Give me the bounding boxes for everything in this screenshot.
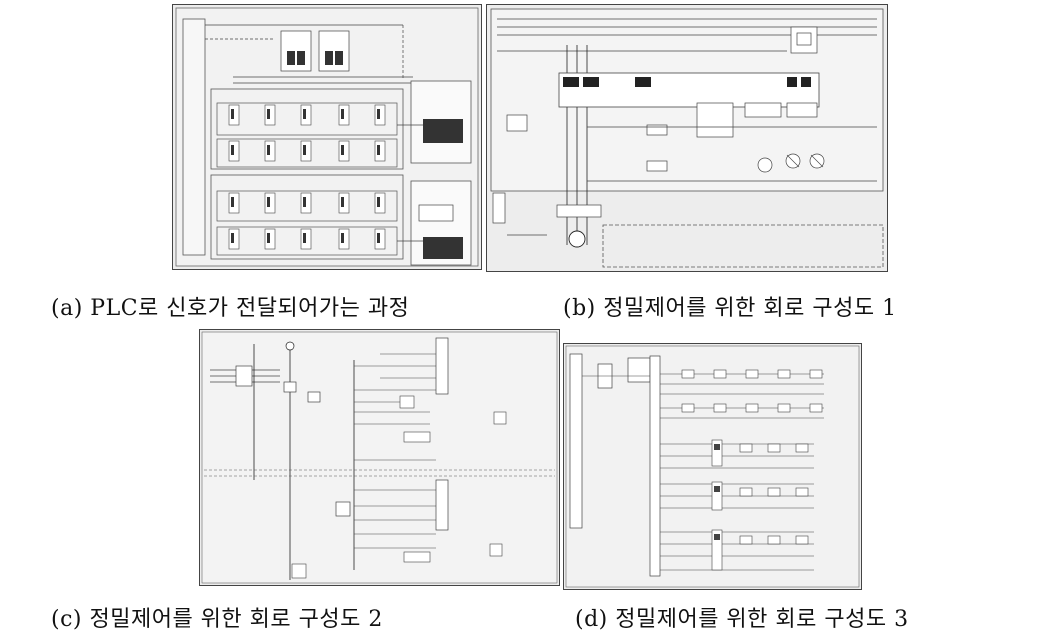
control-circuit-3-drawing bbox=[565, 345, 860, 588]
caption-c: (c) 정밀제어를 위한 회로 구성도 2 bbox=[51, 607, 383, 632]
diagram-a bbox=[172, 4, 482, 270]
control-circuit-2-drawing bbox=[201, 331, 558, 584]
control-circuit-1-drawing bbox=[490, 8, 884, 268]
caption-b: (b) 정밀제어를 위한 회로 구성도 1 bbox=[563, 296, 897, 321]
caption-d: (d) 정밀제어를 위한 회로 구성도 3 bbox=[575, 607, 909, 632]
diagram-d bbox=[563, 343, 862, 590]
diagram-b bbox=[486, 4, 888, 272]
diagram-c bbox=[199, 329, 560, 586]
plc-signal-flow-drawing bbox=[175, 7, 479, 267]
caption-a: (a) PLC로 신호가 전달되어가는 과정 bbox=[51, 296, 410, 321]
